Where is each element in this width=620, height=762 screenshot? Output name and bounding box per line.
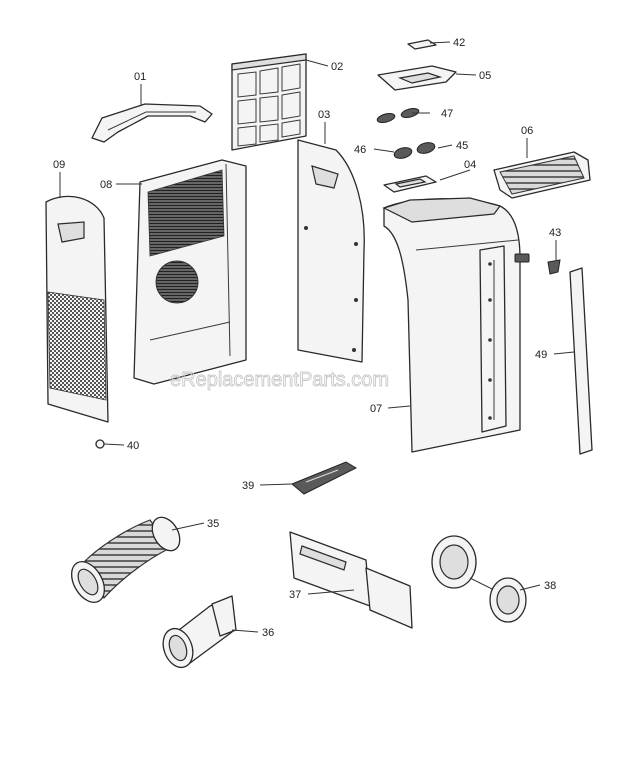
part-39-remote (291, 461, 358, 495)
callout-47: 47 (441, 108, 453, 120)
callout-03: 03 (318, 109, 330, 121)
callout-42: 42 (453, 37, 465, 49)
part-06-top-louver (493, 151, 591, 199)
callout-37: 37 (289, 589, 301, 601)
callout-45: 45 (456, 140, 468, 152)
callout-08: 08 (100, 179, 112, 191)
callout-40: 40 (127, 440, 139, 452)
part-46-button (393, 147, 413, 159)
part-35-exhaust-hose (70, 516, 181, 603)
callout-35: 35 (207, 518, 219, 530)
callout-49: 49 (535, 349, 547, 361)
part-36-window-adapter (162, 595, 237, 669)
callout-39: 39 (242, 480, 254, 492)
part-43-latch (547, 259, 561, 275)
watermark-text: eReplacementParts.com (170, 369, 389, 391)
callouts: 42 05 47 46 45 04 06 01 02 03 08 09 43 4… (53, 37, 561, 639)
part-02-filter (231, 53, 307, 151)
callout-06: 06 (521, 125, 533, 137)
callout-43: 43 (549, 227, 561, 239)
part-04-control-board (383, 175, 437, 193)
part-03-rear-panel (297, 139, 365, 363)
callout-07: 07 (370, 403, 382, 415)
part-40-screw (95, 439, 105, 449)
part-49-side-strip (569, 267, 593, 455)
callout-09: 09 (53, 159, 65, 171)
callout-02: 02 (331, 61, 343, 73)
part-04-clip (514, 253, 530, 263)
callout-36: 36 (262, 627, 274, 639)
part-09-side-panel (45, 195, 109, 423)
callout-01: 01 (134, 71, 146, 83)
part-45-button (416, 142, 436, 154)
part-37-window-slider (289, 531, 413, 629)
part-08-back-frame (133, 159, 247, 385)
part-01-handle (91, 103, 213, 143)
callout-46: 46 (354, 144, 366, 156)
callout-05: 05 (479, 70, 491, 82)
callout-38: 38 (544, 580, 556, 592)
part-07-main-housing (382, 197, 521, 453)
callout-04: 04 (464, 159, 476, 171)
part-47-buttons (376, 107, 420, 124)
part-38-window-rings (431, 535, 527, 623)
part-05-control-cover (377, 65, 457, 91)
leader-lines (59, 41, 575, 633)
part-42-pad (407, 39, 437, 50)
